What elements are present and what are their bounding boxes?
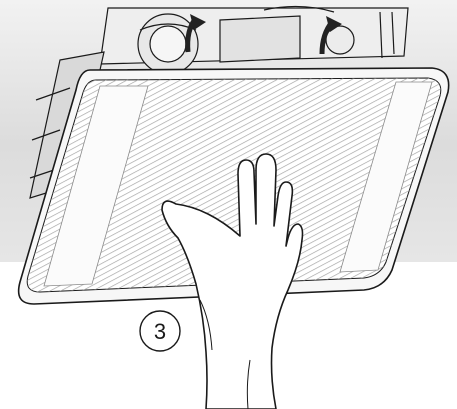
step-callout: 3	[140, 311, 180, 351]
step-number: 3	[154, 319, 166, 344]
